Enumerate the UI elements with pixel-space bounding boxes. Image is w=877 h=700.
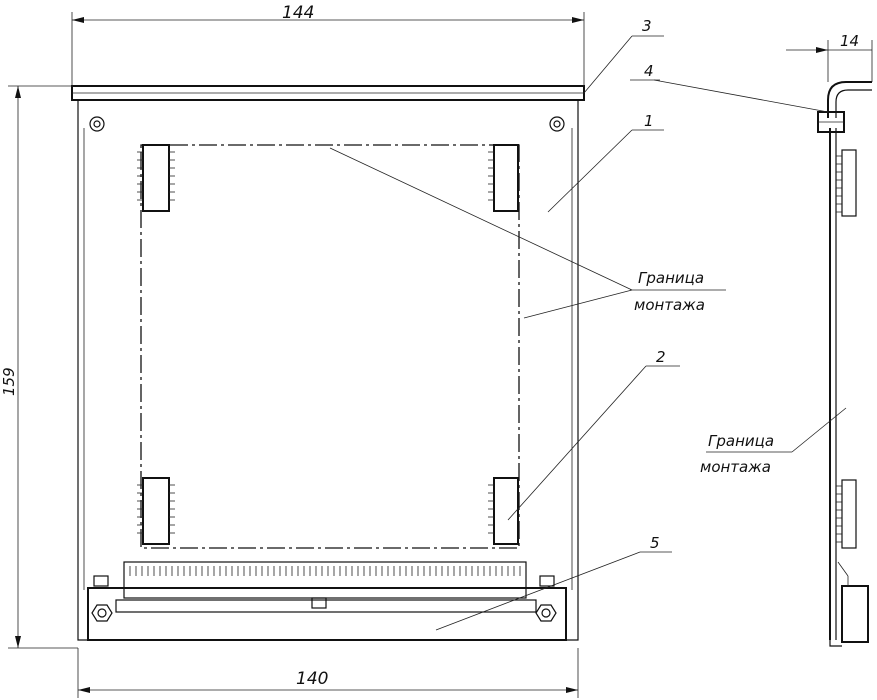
mount-boundary <box>140 144 520 549</box>
callout-5: 5 <box>435 534 672 631</box>
board-side-view <box>817 81 872 647</box>
chip-bottom-left <box>137 477 175 545</box>
dim-height: 159 <box>0 85 78 649</box>
mount-boundary-note-front: Граница монтажа <box>329 147 726 319</box>
mount-boundary-note-side: Граница монтажа <box>700 407 847 476</box>
dim-top-width-label: 144 <box>282 3 314 23</box>
chip-top-left <box>137 144 175 212</box>
svg-text:1: 1 <box>644 112 654 130</box>
svg-text:4: 4 <box>644 62 654 80</box>
dim-side-offset-label: 14 <box>840 32 859 50</box>
callout-4: 4 <box>630 62 829 113</box>
callout-2: 2 <box>507 348 680 521</box>
mount-boundary-side-line2: монтажа <box>700 458 771 476</box>
callout-3: 3 <box>583 17 664 94</box>
screw-connector-right <box>539 575 555 587</box>
board-front-view <box>71 85 585 641</box>
svg-text:5: 5 <box>650 534 660 552</box>
mount-boundary-label-line2: монтажа <box>634 296 705 314</box>
screw-top-right <box>549 116 565 132</box>
nut-right <box>535 604 557 622</box>
mount-boundary-label-line1: Граница <box>638 269 704 287</box>
nut-left <box>91 604 113 622</box>
connector <box>87 561 567 641</box>
callout-1: 1 <box>547 112 664 213</box>
svg-text:2: 2 <box>656 348 666 366</box>
screw-connector-left <box>93 575 109 587</box>
dim-bottom-width-label: 140 <box>296 669 328 689</box>
chip-top-right <box>488 144 519 212</box>
screw-top-left <box>89 116 105 132</box>
mount-boundary-side-line1: Граница <box>708 432 774 450</box>
dim-height-label: 159 <box>0 367 18 396</box>
dim-bottom-width: 140 <box>77 648 579 698</box>
chip-bottom-right <box>488 477 519 545</box>
svg-text:3: 3 <box>642 17 652 35</box>
dim-top-width: 144 <box>71 3 585 86</box>
dim-side-offset: 14 <box>786 32 873 82</box>
